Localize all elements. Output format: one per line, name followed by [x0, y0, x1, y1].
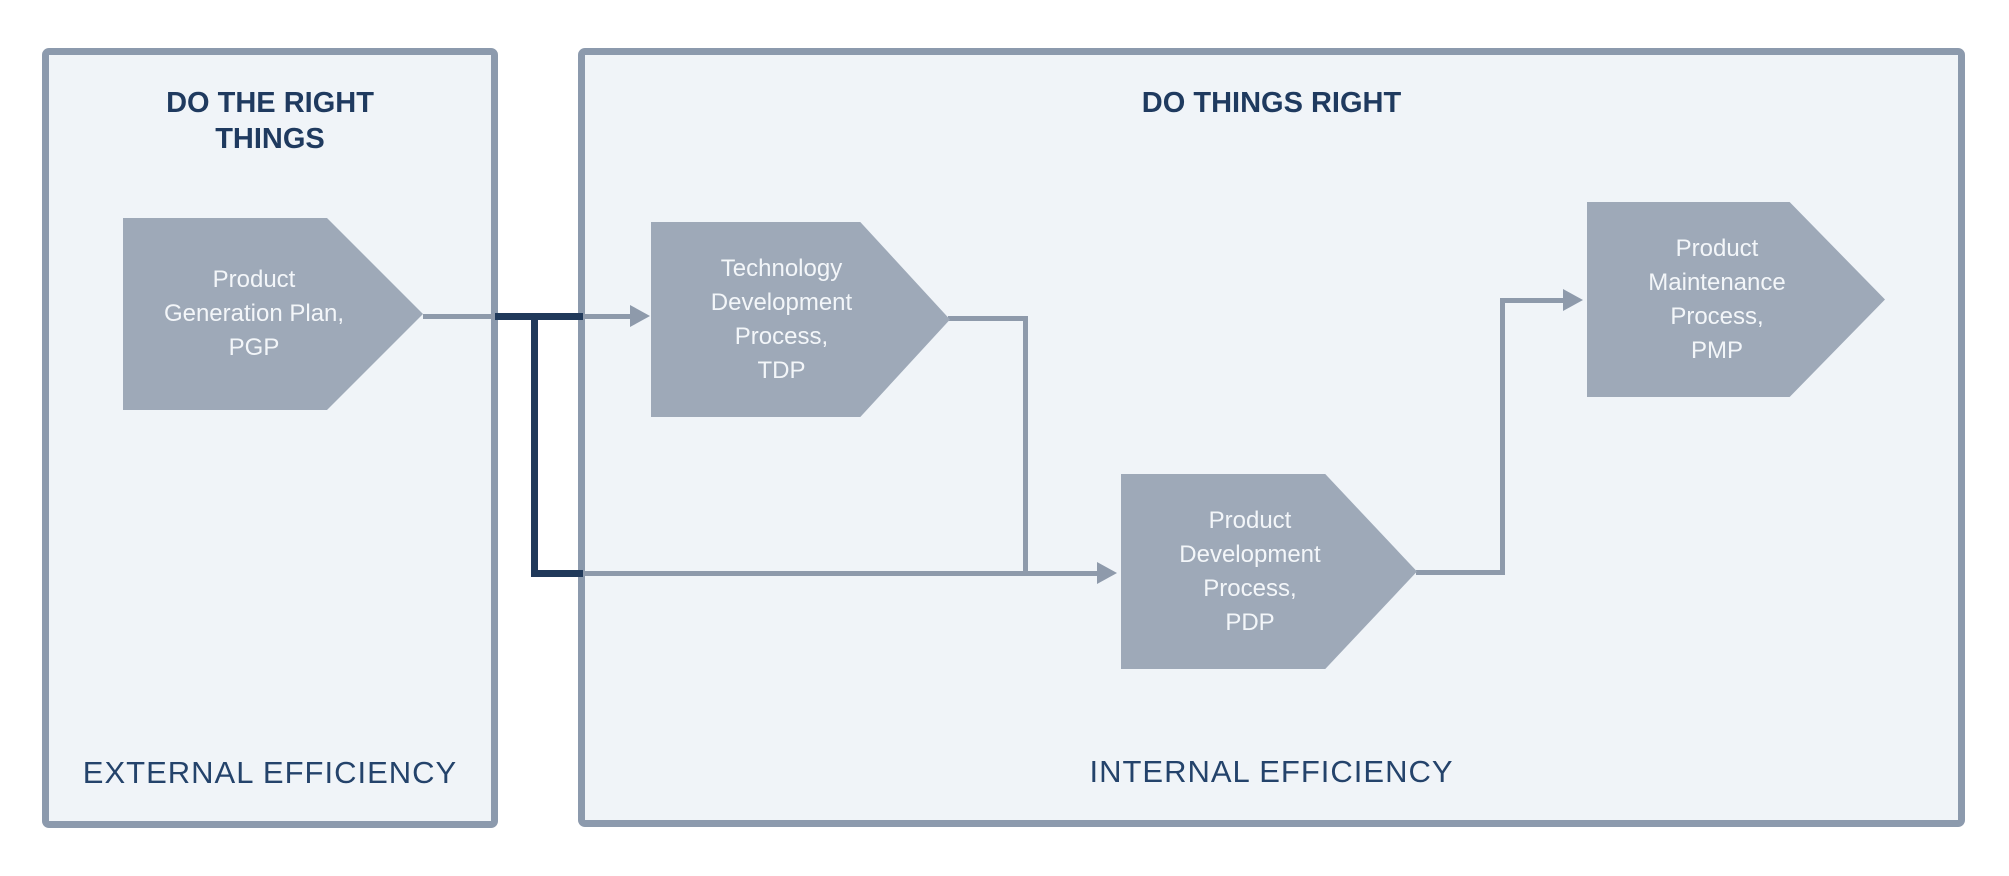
connector-into-pmp	[1500, 298, 1563, 303]
dark-branch-horizontal-bottom	[531, 570, 583, 577]
connector-branch-to-pdp	[583, 571, 1097, 576]
connector-pdp-up	[1500, 298, 1505, 575]
arrowhead-into-pdp-icon	[1097, 562, 1117, 584]
connector-tdp-exit	[948, 316, 1028, 321]
arrowhead-into-tdp-icon	[630, 305, 650, 327]
panel-footer-external-efficiency: EXTERNAL EFFICIENCY	[82, 755, 458, 790]
panel-title-text: DO THINGS RIGHT	[1141, 87, 1402, 119]
process-label-pdp: Product Development Process, PDP	[1179, 506, 1321, 636]
arrowhead-into-pmp-icon	[1563, 289, 1583, 311]
panel-title-do-things-right: DO THINGS RIGHT	[585, 85, 1958, 121]
panel-footer-internal-efficiency: INTERNAL EFFICIENCY	[1089, 754, 1454, 789]
process-label-pgp: Product Generation Plan, PGP	[163, 266, 345, 361]
panel-external-efficiency: DO THE RIGHT THINGS EXTERNAL EFFICIENCY	[42, 48, 498, 828]
connector-tdp-down	[1023, 316, 1028, 576]
panel-title-text: DO THE RIGHT THINGS	[166, 87, 374, 155]
process-label-pmp: Product Maintenance Process, PMP	[1648, 234, 1786, 364]
panel-title-do-the-right-things: DO THE RIGHT THINGS	[49, 85, 491, 157]
process-label-tdp: Technology Development Process, TDP	[710, 254, 853, 384]
panel-internal-efficiency: DO THINGS RIGHT INTERNAL EFFICIENCY	[578, 48, 1965, 827]
connector-pdp-exit	[1416, 570, 1505, 575]
dark-branch-horizontal-top	[495, 313, 583, 320]
dark-branch-vertical	[531, 313, 538, 577]
